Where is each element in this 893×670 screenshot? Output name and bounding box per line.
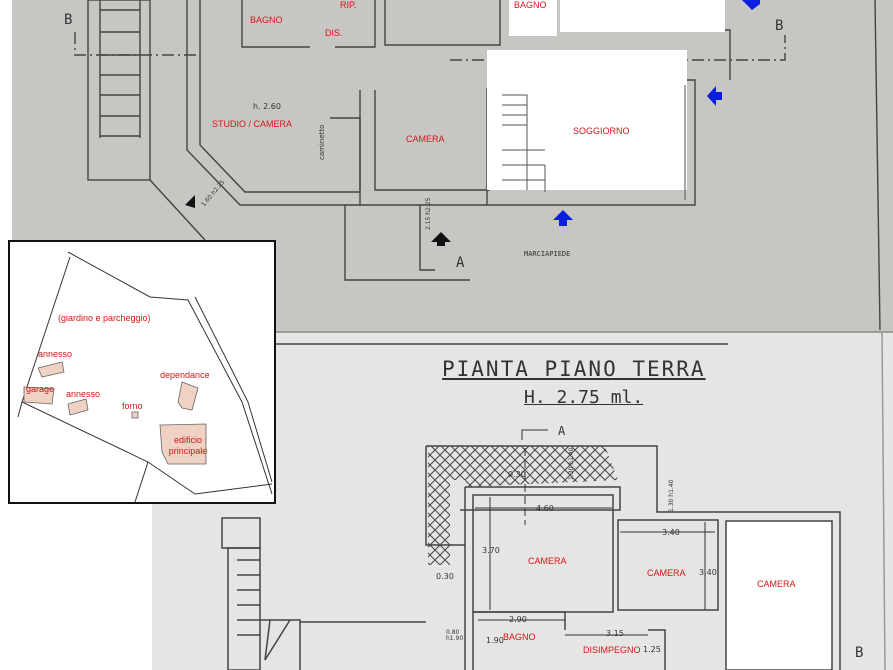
site-label-annex-2: annesso [66,389,101,399]
room-soggiorno: SOGGIORNO [573,126,630,136]
room-camera-2: CAMERA [647,568,686,578]
dimension-label: 1.25 [643,645,661,654]
site-label-main-building: edificio principale [168,435,208,456]
section-mark-b-right: B [775,18,784,34]
hatched-terrace [428,446,618,565]
site-label-dependance: dependance [160,370,210,380]
soggiorno-highlight [487,0,725,190]
dimension-label: 2.90 [509,615,527,624]
site-label-garden: (giardino e parcheggio) [58,313,151,323]
view-arrows [185,0,760,246]
dimension-label: 4.60 [536,504,554,513]
room-disimpegno-upper: DIS. [325,28,343,38]
opening-label: 2.15 h2.25 [425,197,432,230]
room-camera-1: CAMERA [528,556,567,566]
blue-arrow-icon [742,0,760,10]
dimension-label: 1.30 h1.40 [568,447,575,480]
site-label-garage: garage [26,384,55,394]
dimension-label: 0.30 [508,470,526,479]
site-map-lines [17,251,273,502]
fireplace-label: caminetto [318,124,326,160]
section-mark-b-left: B [64,12,73,28]
dimension-label: 3.40 [662,528,680,537]
site-label-annex-1: annesso [38,349,73,359]
section-mark-b-lower: B [855,645,864,661]
dimension-label: 3.40 [699,568,717,577]
plan-title: PIANTA PIANO TERRA [442,357,706,381]
room-studio-camera: STUDIO / CAMERA [212,119,293,129]
room-camera-upper: CAMERA [406,134,445,144]
site-buildings [23,361,207,465]
site-map-inset: (giardino e parcheggio) annesso garage a… [8,240,276,504]
dimension-label: 1.90 [486,636,504,645]
room-camera-3: CAMERA [757,579,796,589]
dimension-label: 1.30 h1.40 [668,479,675,512]
room-ripostiglio: RIP. [340,0,357,10]
black-arrow-icon [185,195,195,208]
dimension-label: 0.80 h1.90 [446,629,464,642]
dimension-label: 0.30 [436,572,454,581]
section-mark-a: A [456,255,465,271]
black-arrow-icon [431,232,451,246]
marciapiede-label: MARCIAPIEDE [524,250,571,258]
dimension-label: 3.70 [482,546,500,555]
blue-arrow-icon [707,86,722,106]
upper-stair [87,0,151,181]
site-label-oven: forno [122,401,143,411]
room-disimpegno: DISIMPEGNO [583,645,641,655]
height-label: h. 2.60 [253,102,281,111]
blue-arrow-icon [553,210,573,226]
room-bagno-upper: BAGNO [250,15,283,25]
room-bagno-upper-2: BAGNO [514,0,547,10]
room-bagno: BAGNO [503,632,536,642]
plan-subtitle: H. 2.75 ml. [524,387,644,408]
section-mark-a-lower: A [558,424,566,438]
dimension-label: 3.15 [606,629,624,638]
